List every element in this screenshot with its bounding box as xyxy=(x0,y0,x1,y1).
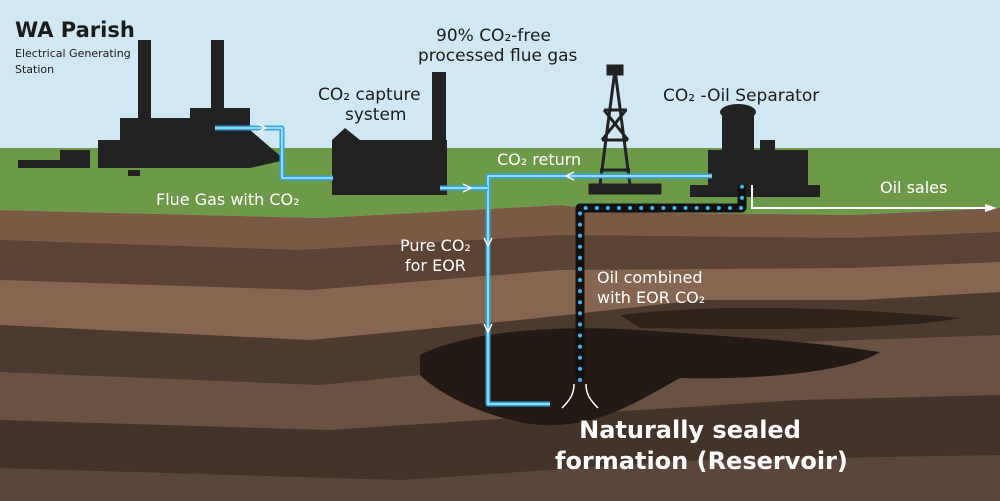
plant-subtitle-line-1: Electrical Generating xyxy=(15,47,131,60)
flow-arrow-return xyxy=(564,171,575,181)
plant-subtitle-line-2: Station xyxy=(15,63,55,76)
processed-gas-label-line-2: processed flue gas xyxy=(418,46,578,66)
reservoir-label-line-2: formation (Reservoir) xyxy=(555,447,848,475)
flow-arrow-capture xyxy=(462,183,473,193)
co2-return-pipe-core xyxy=(487,175,712,405)
oil-sales-arrow xyxy=(751,185,985,209)
flue-gas-pipe-core xyxy=(215,127,333,179)
injection-arrows xyxy=(561,383,599,409)
oil-derrick xyxy=(588,64,662,195)
soil-layer-7 xyxy=(0,455,1000,501)
co2-return-label: CO₂ return xyxy=(497,150,582,169)
capture-system-silhouette xyxy=(332,72,447,195)
reservoir-label: Naturally sealed formation (Reservoir) xyxy=(555,415,848,477)
reservoir-label-line-1: Naturally sealed xyxy=(579,416,801,444)
oil-combined-label-line-2: with EOR CO₂ xyxy=(597,288,706,307)
flue-gas-label: Flue Gas with CO₂ xyxy=(156,190,300,209)
pure-co2-label-line-1: Pure CO₂ xyxy=(400,236,471,255)
plant-name: WA Parish xyxy=(15,18,135,42)
oil-sales-label: Oil sales xyxy=(880,178,948,197)
pure-co2-label-line-2: for EOR xyxy=(405,256,466,275)
flow-arrow-down-1 xyxy=(483,237,493,248)
flow-arrow-flue xyxy=(257,123,268,133)
capture-system-label-line-2: system xyxy=(345,105,407,125)
oil-sales-arrowhead xyxy=(985,204,997,212)
processed-gas-label-line-1: 90% CO₂-free xyxy=(436,26,551,46)
capture-system-label-line-1: CO₂ capture xyxy=(318,85,421,105)
flow-arrow-down-2 xyxy=(483,323,493,334)
separator-silhouette xyxy=(690,104,820,197)
separator-label: CO₂ -Oil Separator xyxy=(663,86,820,106)
reservoir-formation xyxy=(420,328,880,426)
reservoir-streak xyxy=(620,307,960,329)
oil-combined-label-line-1: Oil combined xyxy=(597,268,703,287)
oil-combined-dots xyxy=(578,183,744,382)
power-plant-silhouette xyxy=(18,40,285,176)
